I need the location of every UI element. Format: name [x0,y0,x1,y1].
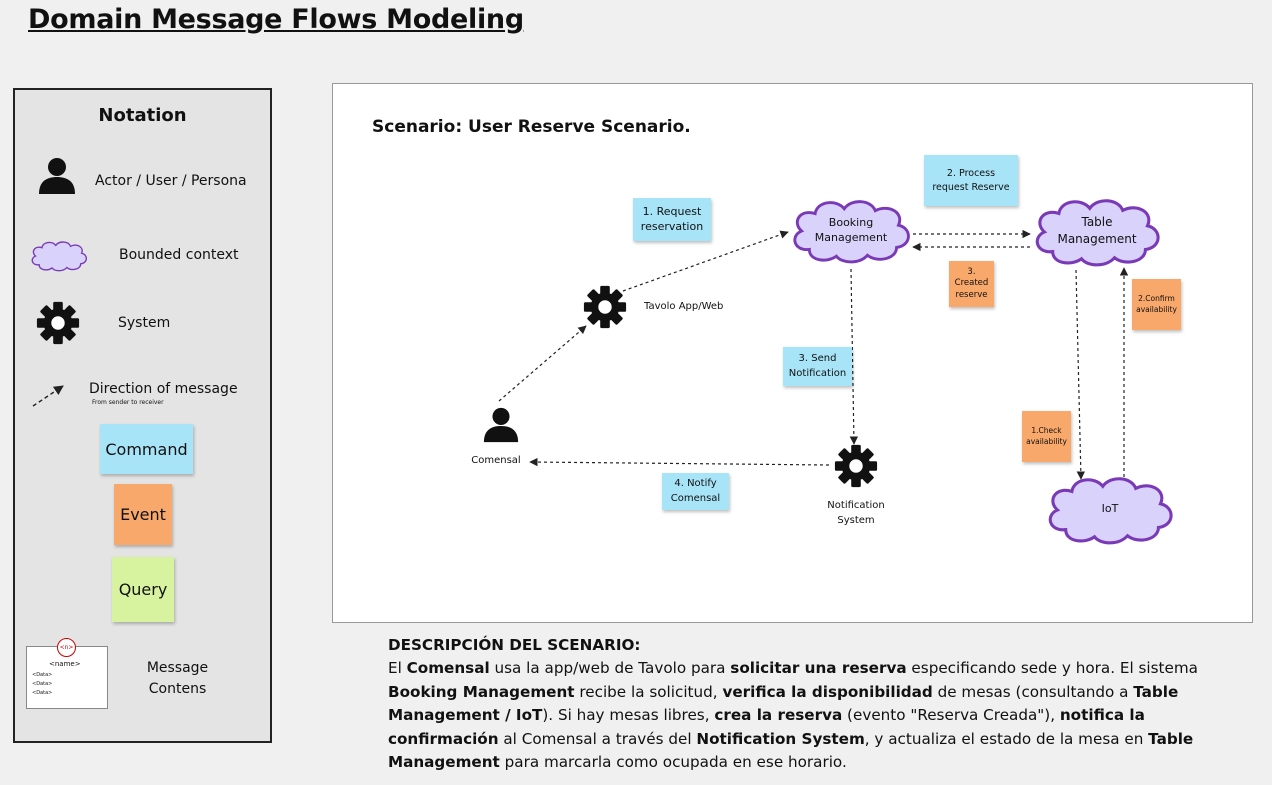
description-text-run: para marcarla como ocupada en ese horari… [499,753,847,772]
bounded-context-label: Bounded context [119,247,239,263]
description-text-run: especificando sede y hora. El sistema [906,659,1198,678]
notification-gear-icon [833,443,879,489]
description-heading: DESCRIPCIÓN DEL SCENARIO: [388,636,641,654]
description-bold-run: crea la reserva [714,706,843,725]
notation-heading: Notation [98,105,187,126]
command-process-request: 2. Process request Reserve [924,155,1018,206]
event-sticky: Event [114,484,172,545]
system-icon [35,300,81,346]
description-text-run: ). Si hay mesas libres, [542,706,715,725]
event-created-reserve: 3. Created reserve [949,261,994,307]
notation-panel: Notation Actor / User / Persona Bounded … [13,88,272,743]
actor-label: Actor / User / Persona [95,173,247,189]
arrow-app-booking [622,230,789,292]
description-bold-run: verifica la disponibilidad [722,682,933,701]
page-title: Domain Message Flows Modeling [28,4,524,35]
notification-label: Notification System [827,500,885,526]
arrow-booking-notification [849,268,859,445]
query-check-availability: 1.Check availability [1022,411,1071,462]
description-bold-run: Comensal [406,659,490,678]
actor-icon [37,156,77,196]
bounded-context-icon [29,228,89,284]
message-card-name: <name> [49,660,81,668]
direction-label: Direction of message [89,381,238,397]
command-sticky: Command [100,424,193,474]
description-bold-run: Table Management / IoT [388,682,1179,725]
description-bold-run: Notification System [696,729,865,748]
arrow-comensal-app [498,325,587,402]
description-text-run: usa la app/web de Tavolo para [489,659,731,678]
description-bold-run: Table Management [388,729,1194,772]
arrow-table-iot [1075,269,1086,480]
arrow-icon [32,385,64,407]
message-card: <n> <name> <Data> <Data> <Data> [26,638,108,709]
description-text-run: de mesas (consultando a [932,682,1134,701]
description-text-run: (evento "Reserva Creada"), [842,706,1060,725]
app-gear-icon [582,284,628,330]
message-contents-label: Message Contens [146,660,209,697]
description-body: El Comensal usa la app/web de Tavolo par… [388,657,1218,774]
description-text-run: , y actualiza el estado de la mesa en [864,729,1149,748]
arrow-notification-comensal [529,457,830,467]
query-sticky: Query [112,557,174,622]
description-bold-run: Booking Management [388,682,575,701]
description-text-run: recibe la solicitud, [574,682,723,701]
table-label: Table Management [1057,215,1137,247]
app-label: Tavolo App/Web [644,301,724,312]
description-bold-run: notifica la confirmación [388,706,1145,748]
comensal-icon [482,406,520,444]
message-card-badge: <n> [57,638,76,657]
scenario-description: DESCRIPCIÓN DEL SCENARIO: El Comensal us… [388,634,1218,774]
scenario-canvas: Scenario: User Reserve Scenario. Booking… [332,83,1253,623]
description-text-run: El [388,659,407,678]
system-label: System [118,315,171,331]
message-card-row: <Data> [32,672,53,678]
scenario-title: Scenario: User Reserve Scenario. [372,117,691,137]
description-bold-run: solicitar una reserva [730,659,907,678]
command-send-notification: 3. Send Notification [783,347,852,386]
description-text-run: al Comensal a través del [498,729,697,748]
message-card-row: <Data> [32,690,53,696]
command-notify-comensal: 4. Notify Comensal [662,473,729,510]
command-request-reservation: 1. Request reservation [633,198,711,241]
flow-arrows [498,229,1129,480]
event-confirm-availability: 2.Confirm availability [1132,279,1181,330]
booking-label: Booking Management [814,216,888,244]
iot-label: IoT [1101,502,1119,515]
direction-sublabel: From sender to receiver [92,399,164,406]
comensal-label: Comensal [471,455,521,466]
message-card-row: <Data> [32,681,53,687]
